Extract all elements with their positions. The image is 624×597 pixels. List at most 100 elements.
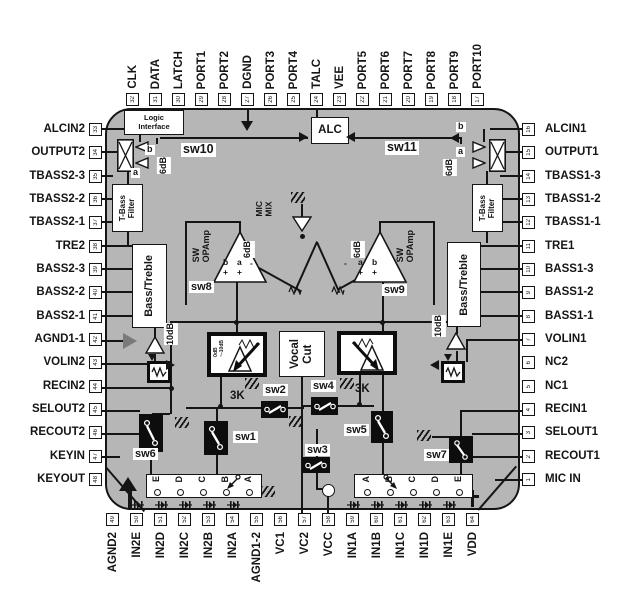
pin-number-box: 49 [106,513,119,526]
amp-right-a-icon [472,157,486,169]
pin-name: DATA [150,58,162,89]
pin-number: 28 [221,96,228,103]
pin-name: AGND2 [107,532,119,573]
wire [379,221,435,223]
pin-label-left: OUTPUT2 [31,146,85,158]
wire [102,340,125,342]
wire [102,291,133,293]
pin-name: IN2B [203,532,215,559]
wire [102,175,113,177]
volume-right-output-arrow [430,360,439,370]
sw7-label: sw7 [424,449,449,462]
pin-number: 55 [253,516,260,523]
switch-sw3 [302,457,330,473]
t-bass-filter-label: T-Bass Filter [478,194,497,222]
pin-label-bottom: VC2 [296,532,314,554]
gain-10db-left-label: 10dB [164,323,178,346]
ground-symbol [291,192,305,203]
pin-number-box: 59 [346,513,359,526]
pin-number: 15 [525,149,532,156]
pin-number: 62 [421,516,428,523]
wire [495,479,523,481]
opamp-left-plus: + [223,267,228,277]
wire [460,462,462,475]
wire [382,374,384,412]
wire [102,363,148,365]
switch-sw7 [449,436,473,463]
wire [338,405,374,407]
selector-right-letter: E [453,476,463,483]
pin-name: DGND [242,55,254,89]
switch-sw2 [261,401,288,418]
wire [288,407,304,409]
vca-left-box: 0dB ~-10dB [207,332,267,377]
pin-number-box: 13 [522,193,535,206]
pin-number-box: 36 [89,193,102,206]
sw10-label: sw10 [181,142,216,157]
pin-label-top: LATCH [170,51,188,89]
pin-number: 31 [152,96,159,103]
pin-number-box: 22 [356,93,369,106]
pin-label-right: TRE1 [545,240,575,252]
pin-number-box: 42 [89,333,102,346]
junction-dot [169,386,174,391]
pin-label-top: PORT1 [193,51,211,89]
pin-label-right: TBASS1-3 [545,170,601,182]
wire [316,472,318,489]
pin-name: IN1D [419,532,431,559]
wire [216,454,218,475]
wire [128,491,132,509]
volume-right-input-arrow [444,354,452,361]
pin-name: TALC [311,59,323,89]
pin-number-box: 29 [195,93,208,106]
pin-number: 53 [205,516,212,523]
mic-mix-label: MIC MIX [254,201,274,217]
wire [456,326,458,334]
wire [247,108,249,123]
pin-number: 23 [336,96,343,103]
junction-dot [218,404,223,409]
volume-left-output-arrow [166,360,175,370]
wire [102,151,118,153]
resistor-3k-left-label: 3K [230,390,245,402]
gain-6db-right-label: 6dB [443,159,457,177]
logic-interface-block: Logic Interface [124,110,184,135]
wire [185,221,241,223]
pin-label-right: NC1 [545,380,569,392]
selector-right-letter: C [407,476,417,483]
pin-label-right: TBASS1-1 [545,216,601,228]
pin-number-box: 39 [89,263,102,276]
pin-number: 25 [290,96,297,103]
pin-number-box: 17 [471,93,484,106]
pin-label-top: PORT9 [446,51,464,89]
pin-label-top: VEE [331,66,349,89]
pin-number-box: 40 [89,286,102,299]
wire [480,245,523,247]
sw8-label: sw8 [189,281,214,294]
volume-right-box [441,361,465,383]
wire [154,327,156,338]
selector-contact [223,489,230,496]
gain-6db-left-label: 6dB [157,157,171,175]
wire [102,128,140,130]
crossbar-switch-right-icon [489,139,506,172]
pin-number: 11 [525,243,532,250]
pin-number-box: 23 [333,93,346,106]
gain-6db-sw9-label: 6dB [351,241,365,259]
pin-name: PORT4 [288,50,300,89]
wire [480,268,523,270]
pin-number-box: 61 [394,513,407,526]
pin-label-top: PORT3 [262,51,280,89]
pin-label-bottom: VCC [320,532,338,556]
wire [216,407,218,423]
resistor-icon [151,366,167,378]
wire [327,495,329,513]
pin-label-right: BASS1-1 [545,310,594,322]
pin-number-box: 57 [298,513,311,526]
ground-symbol [245,378,259,389]
pin-number: 51 [157,516,164,523]
wire [456,351,458,362]
pin-label-bottom: VDD [464,532,482,556]
wire [500,198,523,200]
pin-number-box: 62 [418,513,431,526]
